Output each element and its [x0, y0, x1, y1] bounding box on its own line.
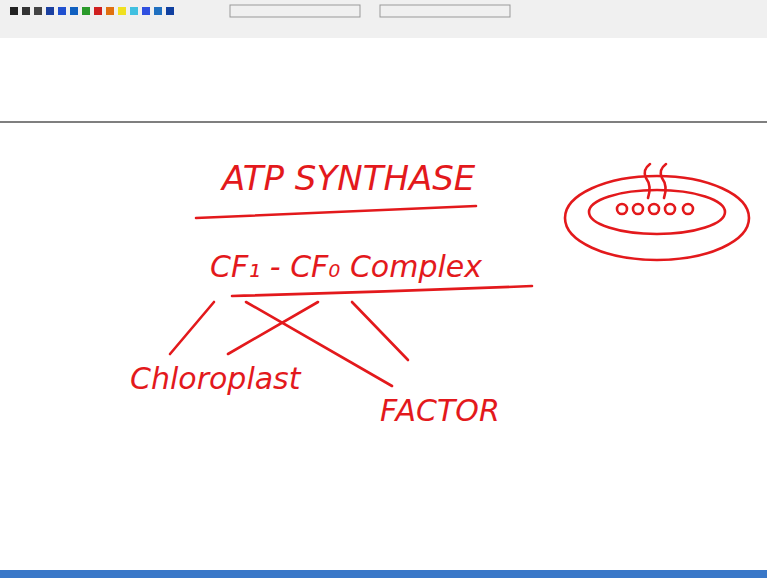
leader-line [352, 302, 408, 360]
title-underline [196, 206, 476, 218]
toolbar [0, 0, 767, 38]
toolbar-swatches [10, 5, 510, 17]
leader-line [170, 302, 214, 354]
title: ATP SYNTHASE [222, 160, 475, 197]
page-divider [0, 121, 767, 123]
chloroplast-label: Chloroplast [130, 362, 301, 395]
complex-underline [232, 286, 532, 296]
taskbar [0, 570, 767, 578]
complex-label: CF₁ - CF₀ Complex [210, 250, 482, 283]
factor-label: FACTOR [380, 394, 500, 427]
thylakoid-sketch [565, 164, 749, 260]
leader-line [228, 302, 318, 354]
